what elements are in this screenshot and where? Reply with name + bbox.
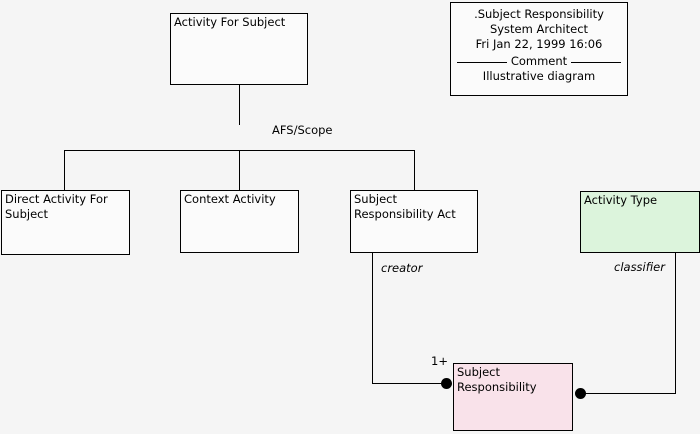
title-block-author: System Architect xyxy=(489,22,589,36)
creator-edge-horizontal xyxy=(372,383,450,384)
classifier-edge-horizontal xyxy=(580,393,676,394)
generalization-drop-right xyxy=(414,150,415,190)
diagram-title-block: .Subject Responsibility System Architect… xyxy=(450,2,628,96)
class-node-activity-type[interactable]: Activity Type xyxy=(580,191,700,253)
class-node-label: Subject Responsibility Act xyxy=(354,192,456,221)
classifier-edge-vertical xyxy=(675,253,676,393)
generalization-drop-left xyxy=(64,150,65,190)
generalization-label: AFS/Scope xyxy=(272,123,333,137)
title-block-comment: Illustrative diagram xyxy=(482,69,596,83)
title-block-section-label: Comment xyxy=(506,54,572,69)
class-node-label: Direct Activity For Subject xyxy=(5,192,108,221)
title-block-name: .Subject Responsibility xyxy=(474,7,604,21)
class-node-label: Activity Type xyxy=(584,193,658,207)
class-node-label: Subject Responsibility xyxy=(457,365,537,394)
title-block-timestamp: Fri Jan 22, 1999 16:06 xyxy=(475,37,603,51)
class-node-direct-activity-for-subject[interactable]: Direct Activity For Subject xyxy=(1,190,130,255)
class-node-label: Activity For Subject xyxy=(174,15,286,29)
title-block-separator: Comment xyxy=(457,54,621,69)
creator-role-label: creator xyxy=(381,261,423,275)
class-node-activity-for-subject[interactable]: Activity For Subject xyxy=(170,13,308,85)
generalization-drop-middle xyxy=(239,150,240,190)
class-node-context-activity[interactable]: Context Activity xyxy=(180,190,299,253)
class-node-subject-responsibility-act[interactable]: Subject Responsibility Act xyxy=(350,190,478,253)
classifier-association-end-dot xyxy=(575,388,586,399)
classifier-role-label: classifier xyxy=(614,260,665,274)
creator-multiplicity-label: 1+ xyxy=(431,354,448,368)
creator-association-end-dot xyxy=(441,378,452,389)
class-node-subject-responsibility[interactable]: Subject Responsibility xyxy=(453,363,573,431)
generalization-stem xyxy=(239,85,240,125)
creator-edge-vertical xyxy=(372,253,373,383)
class-node-label: Context Activity xyxy=(184,192,276,206)
